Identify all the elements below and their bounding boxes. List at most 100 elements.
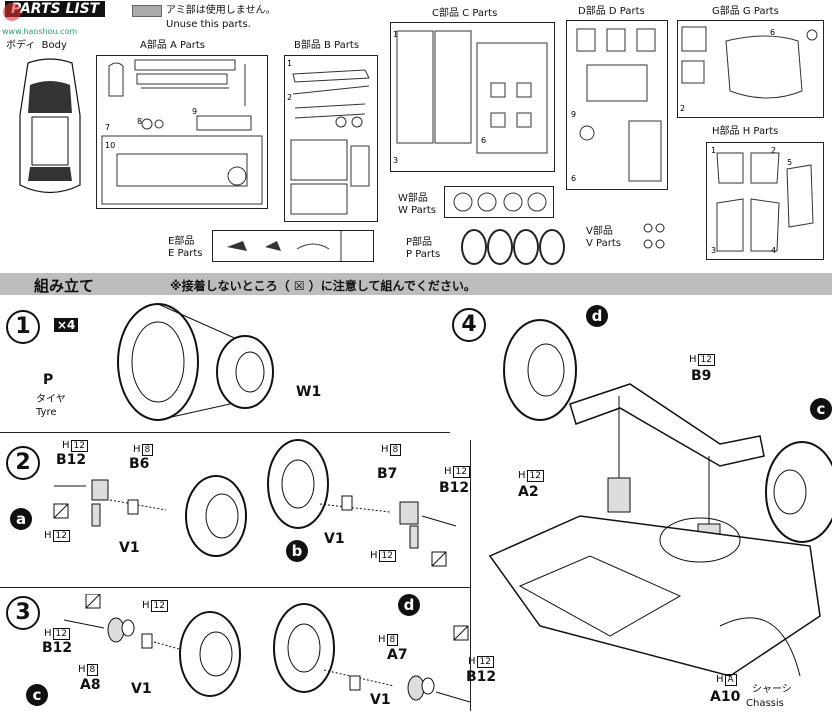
parts-list-title: PARTS LIST bbox=[5, 1, 106, 17]
assembly-note: ※接着しないところ（ ☒ ）に注意して組んでください。 bbox=[170, 279, 476, 293]
b-parts-sprue: 1 2 bbox=[284, 55, 378, 222]
step-2-sub-a: a bbox=[10, 508, 32, 530]
step-1-tyre-en: Tyre bbox=[36, 407, 57, 418]
svg-text:1: 1 bbox=[287, 59, 292, 68]
step-3-drawing-d bbox=[264, 600, 474, 715]
svg-text:10: 10 bbox=[105, 141, 115, 150]
w-parts-label-en: W Parts bbox=[398, 205, 437, 216]
body-label: ボディ Body bbox=[6, 40, 67, 51]
svg-text:1: 1 bbox=[393, 30, 398, 39]
unuse-note-en: Unuse this parts. bbox=[166, 19, 251, 30]
step-3-part-a7: A7 bbox=[387, 647, 408, 663]
step-3-part-v1-left: V1 bbox=[131, 681, 152, 697]
step-1-number: 1 bbox=[6, 310, 40, 344]
svg-text:1: 1 bbox=[711, 146, 716, 155]
step-3-part-b12: B12 bbox=[42, 640, 73, 656]
step-2-drawing-b bbox=[250, 436, 460, 580]
step-2-number: 2 bbox=[6, 446, 40, 480]
step-2-part-v1-right: V1 bbox=[324, 531, 345, 547]
e-parts-label-en: E Parts bbox=[168, 248, 203, 259]
svg-text:3: 3 bbox=[393, 156, 398, 165]
step-4-chassis-jp: シャーシ bbox=[752, 684, 792, 695]
watermark-logo bbox=[0, 0, 58, 24]
assembly-title: 組み立て bbox=[34, 277, 95, 295]
step-2-part-b12: B12 bbox=[56, 452, 87, 468]
v-parts-drawing bbox=[640, 218, 670, 258]
step-2-sub-b: b bbox=[286, 540, 308, 562]
step-2-drawing-a bbox=[46, 460, 276, 574]
p-parts-label-jp: P部品 bbox=[406, 237, 433, 248]
h-parts-sprue: 1 2 3 4 5 bbox=[706, 142, 824, 260]
step-divider-h2 bbox=[0, 587, 470, 588]
svg-text:5: 5 bbox=[787, 158, 792, 167]
v-parts-label-en: V Parts bbox=[586, 238, 621, 249]
svg-text:2: 2 bbox=[771, 146, 776, 155]
step-4-part-a2: A2 bbox=[518, 484, 539, 500]
c-parts-sprue: 1 3 6 bbox=[390, 22, 555, 172]
svg-text:2: 2 bbox=[287, 93, 292, 102]
svg-text:2: 2 bbox=[680, 104, 685, 113]
unuse-swatch bbox=[132, 5, 162, 17]
svg-text:4: 4 bbox=[771, 246, 776, 255]
svg-text:6: 6 bbox=[770, 28, 775, 37]
svg-text:6: 6 bbox=[481, 136, 486, 145]
step-divider-v bbox=[470, 440, 471, 711]
step-4-sub-d: d bbox=[586, 305, 608, 327]
svg-text:3: 3 bbox=[711, 246, 716, 255]
svg-text:7: 7 bbox=[105, 123, 110, 132]
a-parts-label: A部品 A Parts bbox=[140, 40, 205, 51]
step-4-sub-c: c bbox=[810, 398, 832, 420]
step-4-number: 4 bbox=[452, 308, 486, 342]
step-1-qty: ×4 bbox=[54, 318, 79, 332]
assembly-header: 組み立て ※接着しないところ（ ☒ ）に注意して組んでください。 bbox=[0, 273, 832, 295]
step-2-part-b7: B7 bbox=[377, 466, 398, 482]
step-3-sub-d: d bbox=[398, 594, 420, 616]
watermark-url: www.haoshou.com bbox=[2, 27, 78, 36]
svg-text:6: 6 bbox=[571, 174, 576, 183]
step-4-drawing bbox=[480, 296, 832, 715]
step-4-part-b9: B9 bbox=[691, 368, 712, 384]
step-4-part-a10: A10 bbox=[710, 689, 741, 705]
v-parts-label-jp: V部品 bbox=[586, 226, 613, 237]
a-parts-sprue: 10 7 8 9 bbox=[96, 55, 268, 209]
w-parts-label-jp: W部品 bbox=[398, 193, 428, 204]
svg-text:9: 9 bbox=[571, 110, 576, 119]
step-3-part-v1-right: V1 bbox=[370, 692, 391, 708]
step-2-part-v1-left: V1 bbox=[119, 540, 140, 556]
unuse-note-jp: アミ部は使用しません。 bbox=[166, 5, 276, 16]
step-3-part-a8: A8 bbox=[80, 677, 101, 693]
g-parts-label: G部品 G Parts bbox=[712, 6, 779, 17]
body-drawing bbox=[10, 55, 90, 209]
step-1-part-w1: W1 bbox=[296, 384, 322, 400]
e-parts-sprue bbox=[212, 230, 374, 262]
p-parts-label-en: P Parts bbox=[406, 249, 441, 260]
step-2-part-b6: B6 bbox=[129, 456, 150, 472]
h-parts-label: H部品 H Parts bbox=[712, 126, 779, 137]
step-3-number: 3 bbox=[6, 596, 40, 630]
step-3-drawing-c bbox=[60, 593, 250, 708]
step-3-sub-c: c bbox=[26, 684, 48, 706]
b-parts-label: B部品 B Parts bbox=[294, 40, 360, 51]
p-parts-tyres bbox=[458, 228, 568, 270]
step-1-drawing bbox=[100, 300, 300, 429]
w-parts-sprue bbox=[444, 186, 554, 218]
g-parts-sprue: 2 6 bbox=[677, 20, 824, 118]
e-parts-label-jp: E部品 bbox=[168, 236, 195, 247]
d-parts-label: D部品 D Parts bbox=[578, 6, 645, 17]
svg-text:8: 8 bbox=[137, 117, 142, 126]
step-3-part-b12-right: B12 bbox=[466, 669, 497, 685]
step-1-part-p: P bbox=[43, 372, 54, 388]
